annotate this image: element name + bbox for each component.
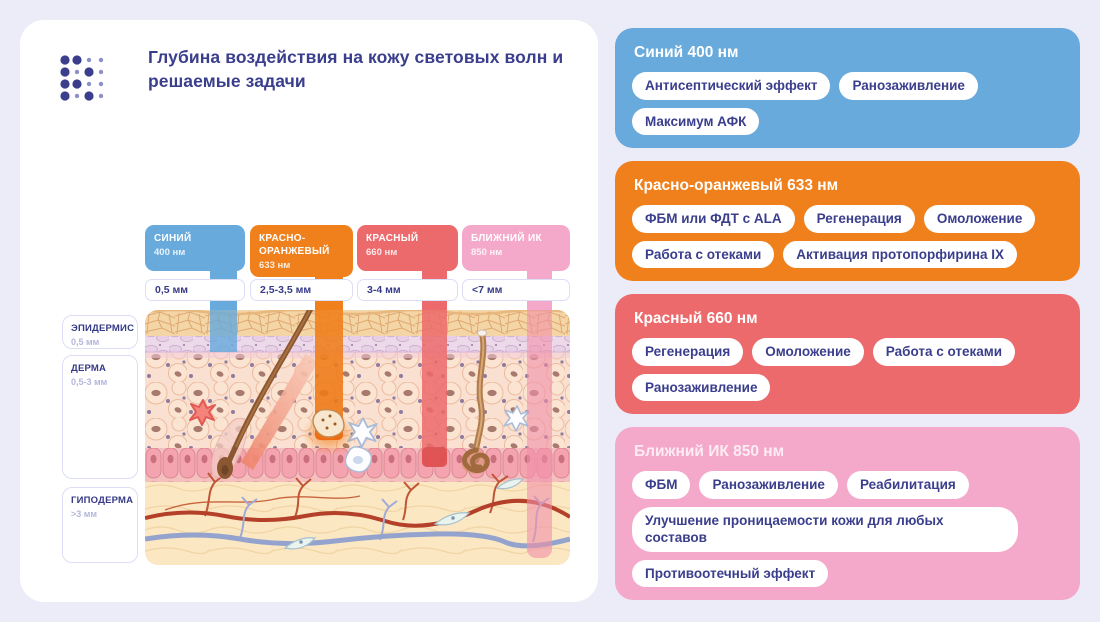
tag: Регенерация: [632, 338, 744, 366]
wavelength-name: БЛИЖНИЙ ИК: [471, 233, 542, 244]
tag-list: ФБМ Ранозаживление Реабилитация Улучшени…: [632, 471, 1063, 588]
tag: Антисептический эффект: [632, 72, 831, 100]
wavelength-name: КРАСНО-ОРАНЖЕВЫЙ: [259, 233, 330, 257]
tag-list: Антисептический эффект Ранозаживление Ма…: [632, 72, 1063, 136]
card-title: Ближний ИК 850 нм: [634, 443, 785, 461]
tag: Ранозаживление: [632, 373, 771, 402]
layer-range: >3 мм: [71, 509, 98, 519]
card-title: Синий 400 нм: [634, 44, 739, 61]
tag: Ранозаживление: [839, 72, 978, 100]
tag: Активация протопорфирина IX: [783, 240, 1018, 269]
layer-label-dermis: ДЕРМА 0,5-3 мм: [62, 355, 138, 479]
card-blue-400nm: Синий 400 нм Антисептический эффект Рано…: [615, 28, 1080, 149]
wavelength-name: КРАСНЫЙ: [366, 233, 419, 244]
layer-range: 0,5 мм: [71, 337, 100, 347]
tag: Омоложение: [752, 338, 864, 366]
card-red-660nm: Красный 660 нм Регенерация Омоложение Ра…: [615, 294, 1080, 415]
left-panel: Глубина воздействия на кожу световых вол…: [20, 20, 598, 602]
tag: Реабилитация: [846, 471, 969, 499]
tag: Улучшение проницаемости кожи для любых с…: [632, 506, 1018, 552]
card-title: Красный 660 нм: [634, 310, 758, 328]
wavelength-nm: 633 нм: [259, 260, 291, 271]
page-title: Глубина воздействия на кожу световых вол…: [148, 47, 564, 91]
wavelength-header-red-orange: КРАСНО-ОРАНЖЕВЫЙ 633 нм: [250, 225, 353, 277]
depth-value-near-ir: <7 мм: [462, 279, 570, 301]
tag: Противоотечный эффект: [632, 559, 829, 588]
depth-value-red-orange: 2,5-3,5 мм: [250, 279, 353, 301]
layer-label-hypodermis: ГИПОДЕРМА >3 мм: [62, 487, 138, 563]
tag-list: ФБМ или ФДТ с ALA Регенерация Омоложение…: [632, 205, 1063, 269]
layer-name: ЭПИДЕРМИС: [71, 323, 135, 334]
wavelength-nm: 400 нм: [154, 247, 186, 258]
layer-name: ГИПОДЕРМА: [71, 495, 134, 506]
effects-cards: Синий 400 нм Антисептический эффект Рано…: [615, 28, 1080, 601]
layer-label-epidermis: ЭПИДЕРМИС 0,5 мм: [62, 315, 138, 349]
card-red-orange-633nm: Красно-оранжевый 633 нм ФБМ или ФДТ с AL…: [615, 161, 1080, 282]
dot-grid-logo-icon: [60, 55, 104, 101]
tag: Максимум АФК: [632, 107, 760, 136]
card-title: Красно-оранжевый 633 нм: [634, 177, 839, 195]
layer-range: 0,5-3 мм: [71, 377, 108, 387]
skin-cross-section-illustration: [145, 310, 570, 565]
depth-value-blue: 0,5 мм: [145, 279, 245, 301]
depth-value-red: 3-4 мм: [357, 279, 458, 301]
tag: ФБМ или ФДТ с ALA: [632, 205, 795, 233]
wavelength-nm: 850 нм: [471, 247, 503, 258]
tag: Работа с отеками: [632, 240, 775, 269]
tag: ФБМ: [632, 471, 691, 499]
tag: Ранозаживление: [699, 471, 838, 499]
wavelength-header-near-ir: БЛИЖНИЙ ИК 850 нм: [462, 225, 570, 271]
wavelength-nm: 660 нм: [366, 247, 398, 258]
layer-name: ДЕРМА: [71, 363, 107, 374]
wavelength-name: СИНИЙ: [154, 233, 192, 244]
card-near-ir-850nm: Ближний ИК 850 нм ФБМ Ранозаживление Реа…: [615, 427, 1080, 601]
wavelength-header-blue: СИНИЙ 400 нм: [145, 225, 245, 271]
tag-list: Регенерация Омоложение Работа с отеками …: [632, 338, 1063, 402]
tag: Омоложение: [923, 205, 1036, 233]
tag: Регенерация: [803, 205, 915, 233]
wavelength-header-red: КРАСНЫЙ 660 нм: [357, 225, 458, 271]
tag: Работа с отеками: [872, 338, 1016, 366]
